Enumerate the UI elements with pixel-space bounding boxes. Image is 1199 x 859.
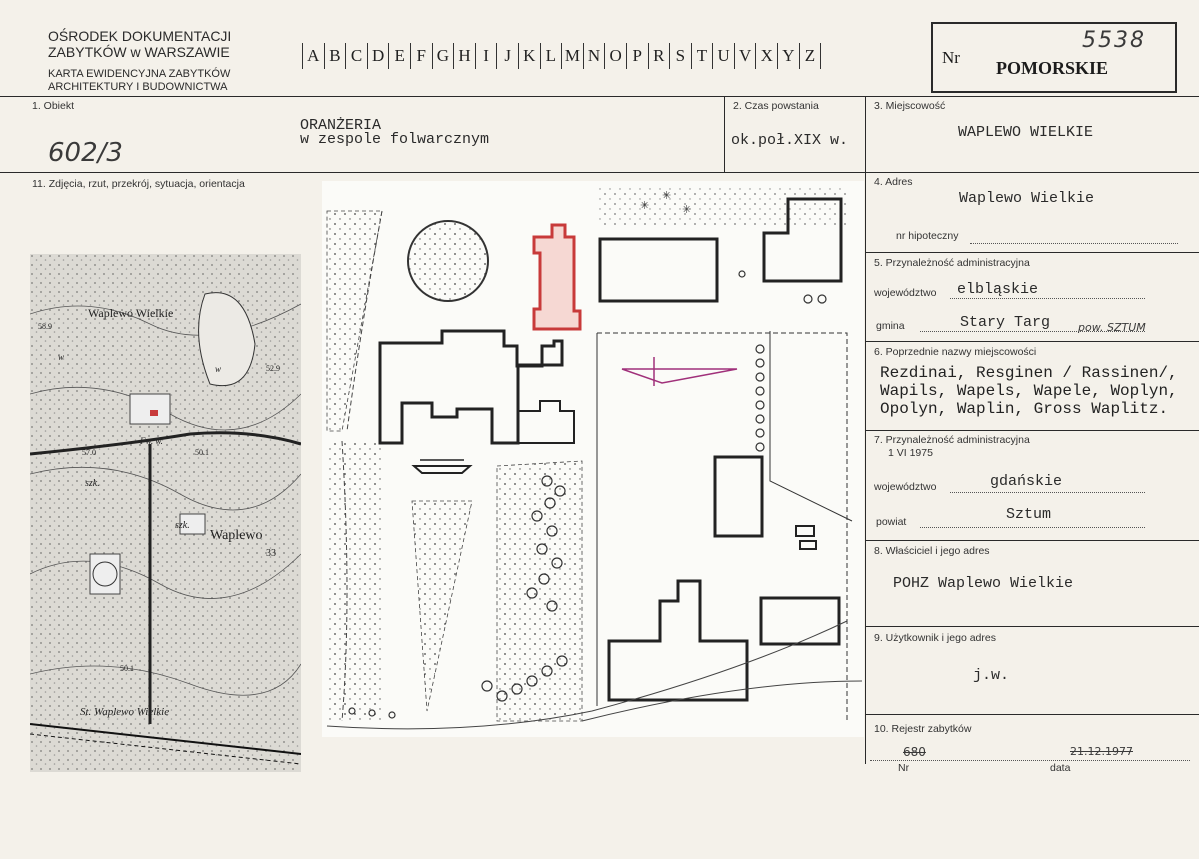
field-user-label: 9. Użytkownik i jego adres [874,632,996,644]
classification-letter-j: J [496,43,518,69]
object-handwritten-number: 602/3 [48,138,123,168]
classification-letter-b: B [323,43,346,69]
region-name: POMORSKIE [996,58,1109,78]
map-label-school-2: szk. [175,520,190,531]
field-address-value: Waplewo Wielkie [959,190,1095,207]
user-value: j.w. [973,667,1010,684]
register-nr-label: Nr [898,762,910,774]
classification-letter-f: F [409,43,432,69]
card-type-line1: KARTA EWIDENCYJNA ZABYTKÓW [48,68,231,80]
classification-letter-n: N [582,43,605,69]
letters-end-divider [820,43,822,69]
classification-letter-m: M [561,43,583,69]
svg-text:✳: ✳ [682,204,691,216]
field-locality-label: 3. Miejscowość [874,100,946,112]
classification-letter-g: G [431,43,454,69]
svg-text:✳: ✳ [662,190,671,202]
commune-label: gmina [876,320,905,332]
field-address-label: 4. Adres [874,176,913,188]
classification-letter-d: D [366,43,389,69]
classification-letter-k: K [517,43,540,69]
register-number-handwritten: 680 [903,745,926,759]
map-height-50-1-a: 50.1 [195,448,209,457]
register-date-label: data [1050,762,1071,774]
commune-handwritten-note: pow. SZTUM [1078,321,1146,334]
map-label-station: St. Waplewo Wielkie [80,706,170,718]
county-label: powiat [876,516,907,528]
classification-letter-a: A [302,43,324,69]
classification-letter-o: O [604,43,626,69]
field-locality-value: WAPLEWO WIELKIE [958,124,1094,141]
institution-line1: OŚRODEK DOKUMENTACJI [48,28,232,44]
classification-letter-p: P [625,43,648,69]
register-date-handwritten: 21.12.1977 [1070,745,1133,758]
classification-letter-z: Z [798,43,821,69]
map-height-58-9: 58.9 [38,322,52,331]
map-label-w-1: w [58,352,65,362]
classification-letter-e: E [388,43,410,69]
map-height-33: 33 [266,548,276,559]
classification-letter-y: Y [777,43,799,69]
voivodeship-value: elbląskie [957,281,1039,298]
field-object-label: 1. Obiekt [32,100,75,112]
admin-1975-date: 1 VI 1975 [888,447,933,459]
nr-handwritten: 5538 [1082,28,1146,53]
classification-letter-u: U [712,43,734,69]
map-label-waplewo: Waplewo [210,528,263,543]
former-names-line2: Wapils, Wapels, Wapele, Woplyn, [880,382,1178,400]
site-plan-drawing: ✳ ✳ ✳ [322,181,864,737]
map-height-57-0: 57.0 [82,448,96,457]
topographic-map: Waplewo Wielkie Waplewo St. Waplewo Wiel… [30,254,301,772]
field-photos-label: 11. Zdjęcia, rzut, przekrój, sytuacja, o… [32,178,245,190]
classification-letter-v: V [733,43,756,69]
field-former-names-label: 6. Poprzednie nazwy miejscowości [874,346,1037,358]
field-owner-label: 8. Właściciel i jego adres [874,545,990,557]
classification-letter-h: H [453,43,475,69]
owner-value: POHZ Waplewo Wielkie [893,575,1074,592]
field-date-label: 2. Czas powstania [733,100,819,112]
commune-value: Stary Targ [960,314,1051,331]
classification-letter-r: R [647,43,670,69]
map-label-school-1: szk. [85,478,100,489]
former-names-line3: Opolyn, Waplin, Gross Waplitz. [880,400,1169,418]
classification-letter-s: S [669,43,691,69]
map-height-50-1-b: 50.1 [120,664,134,673]
card-type-line2: ARCHITEKTURY I BUDOWNICTWA [48,81,228,93]
institution-line2: ZABYTKÓW w WARSZAWIE [48,44,230,60]
map-label-waplewo-wielkie: Waplewo Wielkie [88,306,174,320]
mortgage-number-label: nr hipoteczny [896,230,959,242]
nr-label: Nr [942,48,960,67]
classification-letter-l: L [539,43,562,69]
map-label-w-2: w [215,364,222,374]
field-object-value-line1: ORANŻERIA [300,117,382,134]
classification-letter-t: T [690,43,713,69]
classification-letter-x: X [755,43,777,69]
voivodeship-1975-value: gdańskie [990,473,1063,490]
field-register-label: 10. Rejestr zabytków [874,723,972,735]
field-admin-1975-label: 7. Przynależność administracyjna [874,434,1030,446]
field-admin-label: 5. Przynależność administracyjna [874,257,1030,269]
svg-text:✳: ✳ [640,200,649,212]
classification-letter-i: I [474,43,497,69]
voivodeship-1975-label: województwo [874,481,937,493]
field-date-value: ok.poł.XIX w. [731,132,849,149]
county-value: Sztum [1006,506,1052,523]
field-object-value-line2: w zespole folwarcznym [300,131,490,148]
former-names-line1: Rezdinai, Resginen / Rassinen/, [880,364,1178,382]
map-height-52-9: 52.9 [266,364,280,373]
voivodeship-label: województwo [874,287,937,299]
classification-letter-c: C [345,43,367,69]
map-label-fw: Fw. w. [140,436,163,446]
